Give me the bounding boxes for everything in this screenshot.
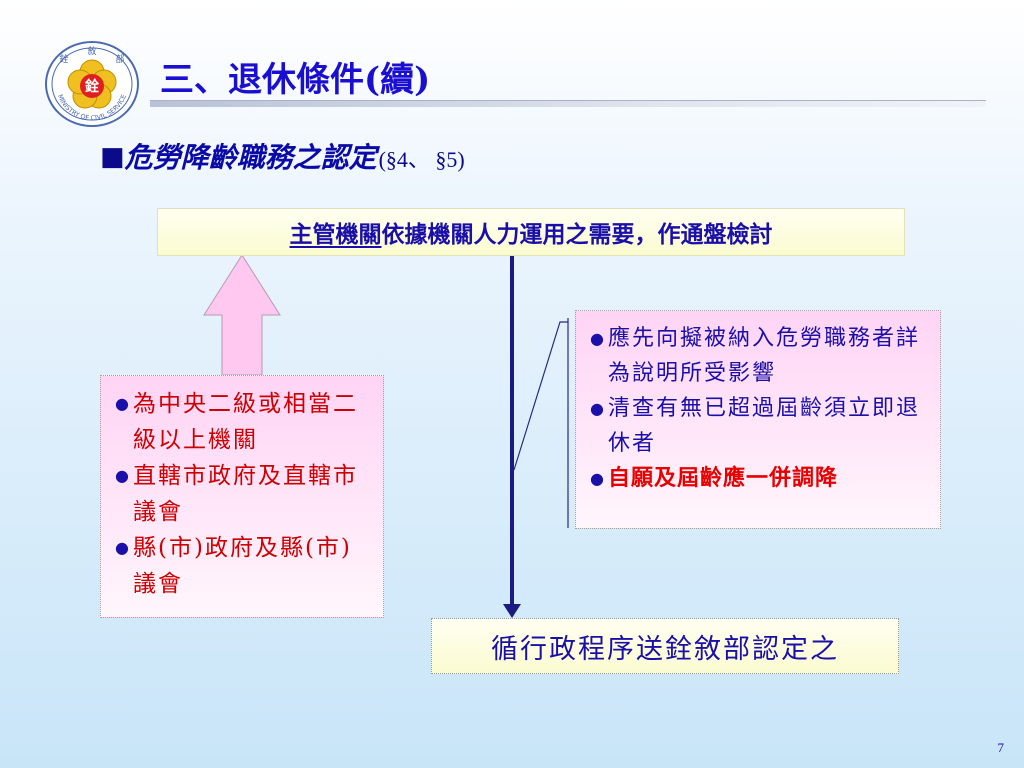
list-item-highlight: ●自願及屆齡應一併調降	[590, 461, 934, 496]
title-underline-rule	[150, 100, 986, 107]
list-item: ●清查有無已超過屆齡須立即退休者	[590, 391, 934, 461]
round-bullet-icon: ●	[590, 469, 605, 488]
round-bullet-icon: ●	[115, 538, 131, 557]
logo-char-1: 銓	[59, 53, 68, 65]
page-title: 三、退休條件(續)	[160, 60, 431, 100]
round-bullet-icon: ●	[115, 466, 131, 485]
list-item: ●縣(市)政府及縣(市)議會	[115, 530, 375, 602]
section-heading-ref: (§4、 §5)	[378, 147, 465, 172]
list-item: ●應先向擬被納入危勞職務者詳為說明所受影響	[590, 321, 934, 391]
top-box-text: 依據機關人力運用之需要，作通盤檢討	[381, 221, 773, 248]
round-bullet-icon: ●	[590, 329, 606, 348]
top-process-box: 主管機關依據機關人力運用之需要，作通盤檢討	[157, 208, 905, 256]
authority-list-box: ●為中央二級或相當二級以上機關 ●直轄市政府及直轄市議會 ●縣(市)政府及縣(市…	[100, 375, 384, 618]
list-item: ●直轄市政府及直轄市議會	[115, 458, 375, 530]
bracket-connector	[513, 321, 568, 471]
square-bullet-icon: ■	[100, 142, 125, 172]
list-item: ●為中央二級或相當二級以上機關	[115, 386, 375, 458]
section-heading-text: 危勞降齡職務之認定	[124, 141, 377, 174]
plum-flower-icon	[67, 59, 117, 109]
round-bullet-icon: ●	[115, 394, 131, 413]
logo-char-3: 部	[115, 53, 124, 65]
logo-char-2: 敘	[87, 45, 96, 57]
bottom-process-box: 循行政程序送銓敘部認定之	[431, 618, 899, 674]
page-number: 7	[997, 740, 1005, 755]
requirements-list-box: ●應先向擬被納入危勞職務者詳為說明所受影響 ●清查有無已超過屆齡須立即退休者 ●…	[575, 310, 941, 529]
up-arrow-icon	[203, 254, 281, 376]
logo-center-char: 銓	[85, 78, 99, 95]
round-bullet-icon: ●	[590, 399, 606, 418]
down-arrowhead-icon	[503, 604, 521, 618]
competent-authority-text: 主管機關	[289, 221, 382, 248]
section-heading: ■危勞降齡職務之認定(§4、 §5)	[100, 136, 465, 176]
ministry-logo: 銓 敘 部 銓 MINISTRY OF CIVIL SERVICE	[42, 40, 142, 128]
